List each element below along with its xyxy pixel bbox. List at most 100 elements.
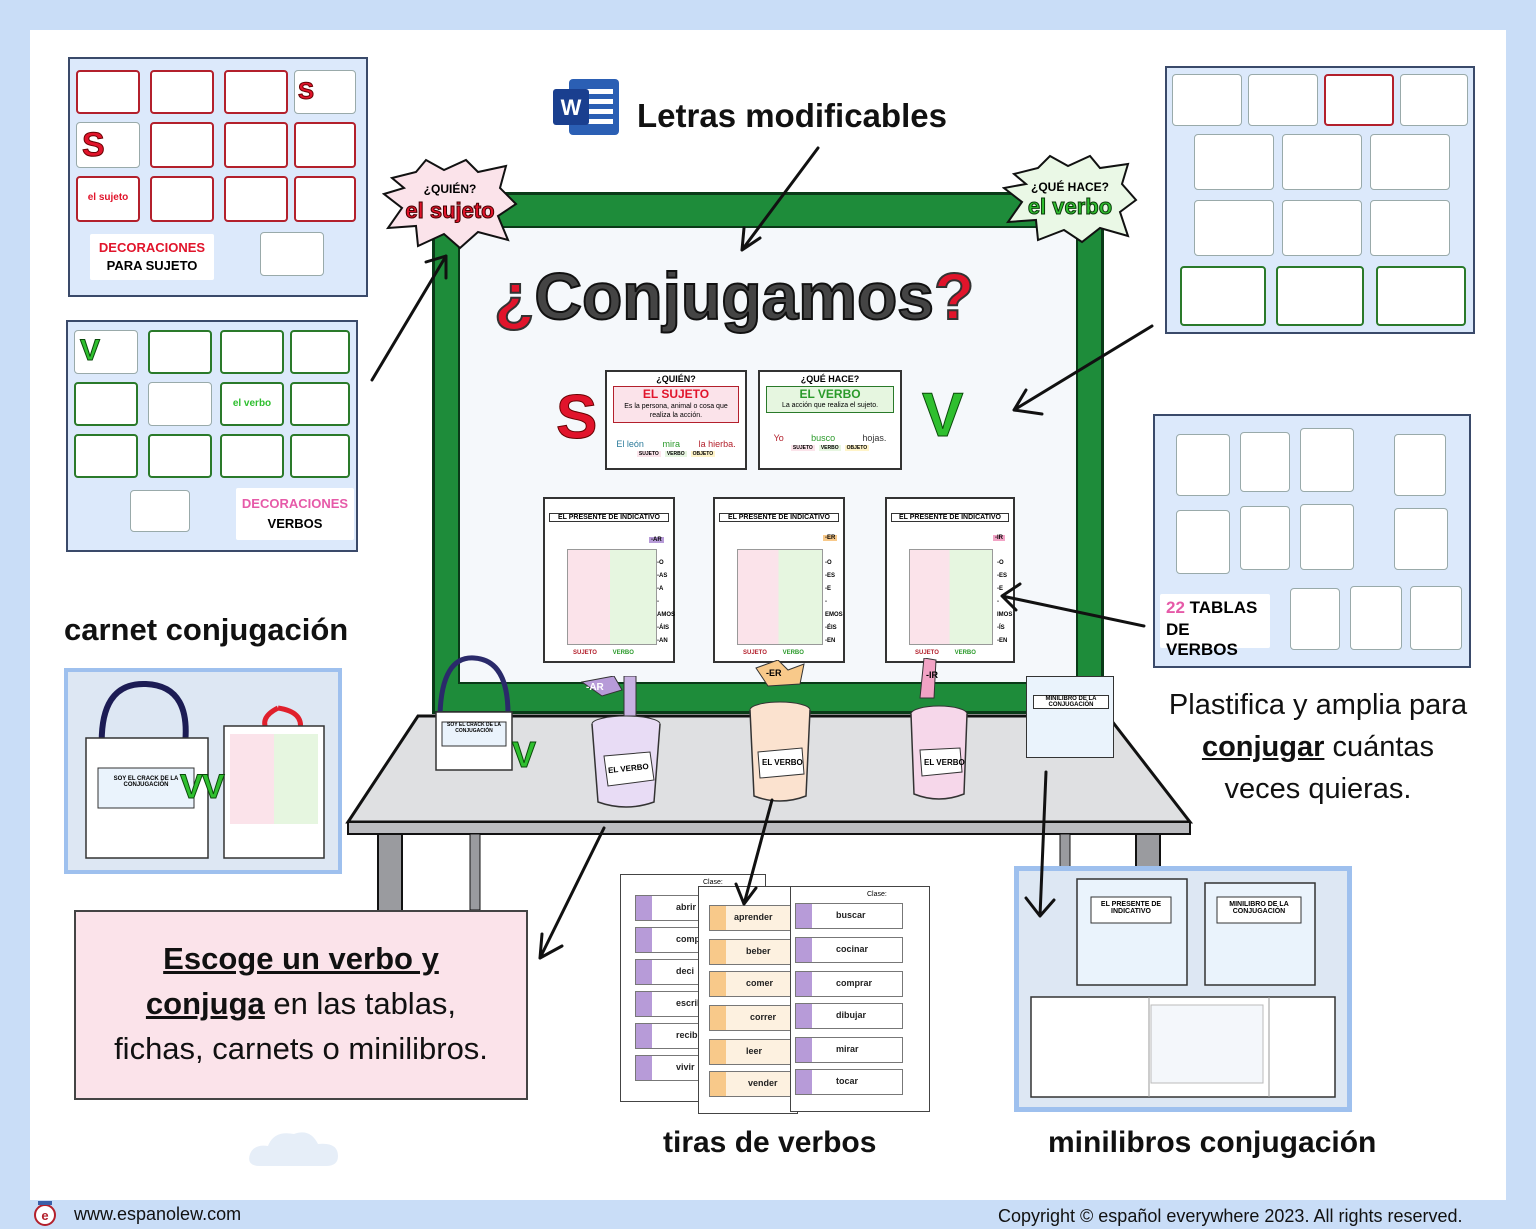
thumb-verbo-6 bbox=[148, 382, 212, 426]
card-sujeto-header: EL SUJETO Es la persona, animal o cosa q… bbox=[613, 386, 739, 423]
header-title: Letras modificables bbox=[637, 97, 947, 134]
plastifica-line2: conjugar cuántas bbox=[1146, 726, 1490, 768]
card-sujeto-title: EL SUJETO bbox=[642, 387, 710, 401]
table-er-grid bbox=[737, 549, 823, 645]
table-ir-title: EL PRESENTE DE INDICATIVO bbox=[891, 513, 1009, 522]
ficha-11 bbox=[1180, 266, 1266, 326]
strip-tag bbox=[636, 960, 652, 984]
cup-ir-tag: -IR bbox=[926, 670, 938, 680]
carnet-photo-v1: V bbox=[180, 768, 204, 807]
strip-tag bbox=[796, 1038, 812, 1062]
footer-sujeto: SUJETO bbox=[915, 650, 939, 656]
footer-site[interactable]: www.espanolew.com bbox=[74, 1204, 242, 1224]
burst-sujeto-shape bbox=[381, 158, 518, 250]
table-er-title: EL PRESENTE DE INDICATIVO bbox=[719, 513, 839, 522]
ending: -ÍS bbox=[997, 625, 1005, 631]
plastifica-text: Plastifica y amplia para conjugar cuánta… bbox=[1146, 684, 1490, 810]
strip-tag bbox=[636, 928, 652, 952]
strip-tag bbox=[636, 992, 652, 1016]
ending: -ÉIS bbox=[825, 625, 837, 631]
table-ir-grid bbox=[909, 549, 993, 645]
thumb-verbo-2 bbox=[148, 330, 212, 374]
strip-left-clase: Clase: bbox=[703, 879, 723, 886]
strip-verb-text: cocinar bbox=[836, 944, 869, 954]
strip-tag bbox=[636, 896, 652, 920]
escoge-conjuga: conjuga bbox=[145, 986, 265, 1021]
carnet-label: carnet conjugación bbox=[64, 612, 349, 647]
strip-sheet-right: Clase: buscar cocinar comprar dibujar mi… bbox=[790, 886, 930, 1112]
thumb-letter-s: S bbox=[297, 78, 315, 106]
svg-text:W: W bbox=[561, 95, 582, 120]
card-verbo-header: EL VERBO La acción que realiza el sujeto… bbox=[766, 386, 894, 413]
table-ar-footer: SUJETO VERBO bbox=[573, 650, 634, 656]
ficha-8 bbox=[1194, 200, 1274, 256]
ficha-1 bbox=[1172, 74, 1242, 126]
cup-er: -ER EL VERBO bbox=[748, 659, 812, 808]
strip-verb-text: mirar bbox=[836, 1044, 859, 1054]
strip-verb-text: recib bbox=[676, 1030, 698, 1040]
escoge-line3: fichas, carnets o minilibros. bbox=[114, 1031, 488, 1066]
title-close-mark: ? bbox=[933, 258, 975, 334]
decor-verbos-caption: DECORACIONES VERBOS bbox=[236, 488, 354, 540]
burst-sujeto-word: el sujeto bbox=[405, 198, 495, 224]
ficha-6 bbox=[1282, 134, 1362, 190]
tabla-thumb-10 bbox=[1350, 586, 1402, 650]
tabla-thumb-5 bbox=[1176, 510, 1230, 574]
thumb-sujeto-10 bbox=[150, 176, 214, 222]
thumb-letter-v: V bbox=[79, 334, 101, 368]
ficha-7 bbox=[1370, 134, 1450, 190]
card-verbo-desc: La acción que realiza el sujeto. bbox=[781, 402, 879, 409]
ficha-9 bbox=[1282, 200, 1362, 256]
footer-logo-icon: e bbox=[34, 1200, 56, 1226]
ending: -A bbox=[657, 586, 664, 592]
thumb-verbo-8 bbox=[290, 382, 350, 426]
strip-tag bbox=[796, 938, 812, 962]
plastifica-conjugar: conjugar bbox=[1201, 731, 1325, 763]
thumb-verbo-9 bbox=[74, 434, 138, 478]
thumb-sujeto-chip: el sujeto bbox=[87, 192, 129, 203]
thumb-verbo-5 bbox=[74, 382, 138, 426]
thumb-sujeto-11 bbox=[224, 176, 288, 222]
tag-objeto: OBJETO bbox=[690, 451, 716, 457]
example-verbo-verb: busco bbox=[811, 433, 836, 443]
ending: -E bbox=[825, 586, 831, 592]
strip-verb: comprar bbox=[795, 971, 903, 997]
cup-er-tag: -ER bbox=[766, 668, 782, 678]
table-ar-grid bbox=[567, 549, 657, 645]
strip-tag bbox=[796, 972, 812, 996]
plastifica-line3: veces quieras. bbox=[1224, 773, 1412, 805]
carnet-on-table-shape bbox=[435, 655, 513, 771]
board-letter-s: S bbox=[555, 383, 598, 453]
burst-verbo-question: ¿QUÉ HACE? bbox=[1031, 180, 1109, 194]
cup-er-shape bbox=[749, 659, 811, 802]
tablas-line1: 22 TABLAS bbox=[1166, 598, 1264, 618]
ficha-12 bbox=[1276, 266, 1364, 326]
decor-sujeto-line1: DECORACIONES bbox=[98, 240, 206, 255]
minilibros-photo-art bbox=[1030, 878, 1336, 1098]
strip-tag bbox=[710, 1072, 726, 1096]
carnet-photo-title: SOY EL CRACK DE LA CONJUGACIÓN bbox=[113, 776, 179, 788]
tabla-thumb-9 bbox=[1290, 588, 1340, 650]
cup-ir: -IR EL VERBO bbox=[908, 657, 970, 804]
thumb-verbo-chip: el verbo bbox=[232, 398, 272, 409]
strip-verb-text: dibujar bbox=[836, 1010, 867, 1020]
tag-sujeto: SUJETO bbox=[636, 451, 661, 457]
ficha-2 bbox=[1248, 74, 1318, 126]
strip-tag bbox=[636, 1056, 652, 1080]
table-ar-tag: -AR bbox=[649, 537, 664, 543]
tablas-word: TABLAS bbox=[1189, 598, 1258, 617]
tabla-thumb-1 bbox=[1176, 434, 1230, 496]
card-sujeto-question: ¿QUIÉN? bbox=[656, 374, 696, 384]
cup-er-label: EL VERBO bbox=[762, 758, 803, 767]
thumb-verbo-12 bbox=[290, 434, 350, 478]
minilibros-photo: MINILIBRO DE LA CONJUGACIÓN EL PRESENTE … bbox=[1014, 866, 1352, 1112]
example-sujeto-subject: El león bbox=[616, 439, 644, 449]
title-open-mark: ¿ bbox=[493, 258, 535, 334]
tabla-thumb-7 bbox=[1300, 504, 1354, 570]
strip-verb-text: comp bbox=[676, 934, 701, 944]
minilibro-on-table-title: MINILIBRO DE LA CONJUGACIÓN bbox=[1033, 695, 1109, 709]
carnet-on-table: SOY EL CRACK DE LA CONJUGACIÓN bbox=[432, 654, 516, 772]
card-verbo-title: EL VERBO bbox=[799, 387, 861, 401]
burst-sujeto-question: ¿QUIÉN? bbox=[423, 182, 477, 196]
strip-tag bbox=[796, 904, 812, 928]
